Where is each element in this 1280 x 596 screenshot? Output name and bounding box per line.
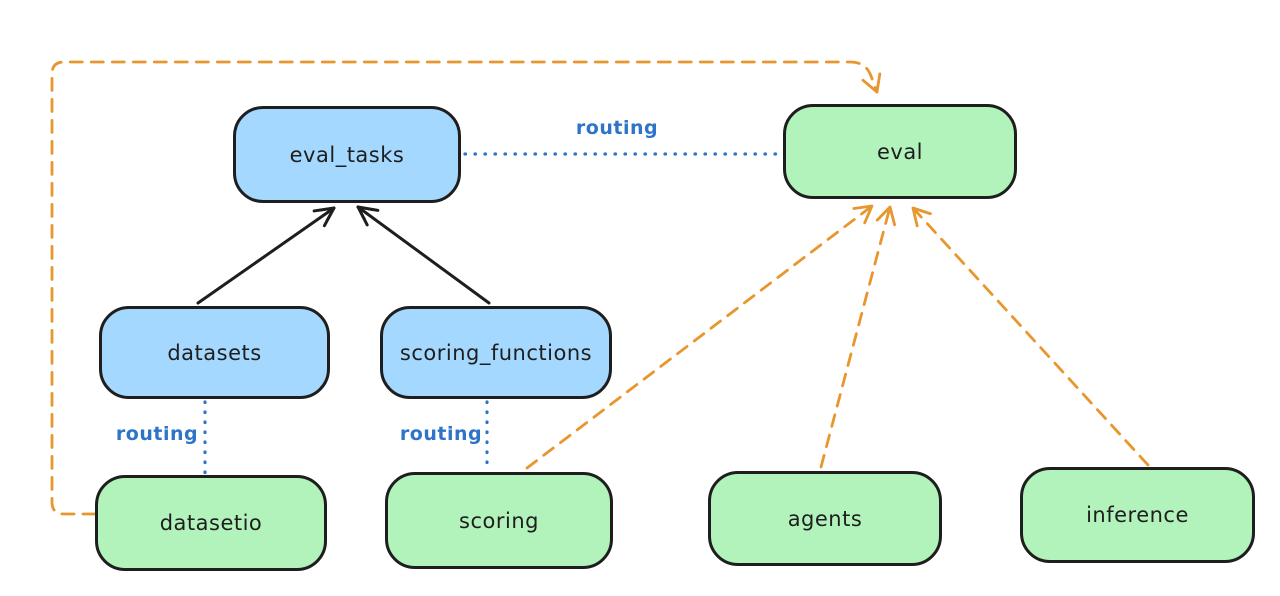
node-agents: agents	[708, 471, 942, 566]
dashed-arrow-datasetio-to-eval	[50, 60, 882, 516]
dashed-arrow-agents-to-eval	[819, 205, 896, 469]
edge-label-routing-scoring-functions-scoring: routing	[399, 423, 483, 445]
node-scoring-functions: scoring_functions	[380, 306, 612, 399]
edge-label-routing-datasets-datasetio: routing	[115, 423, 199, 445]
dashed-arrow-inference-to-eval	[911, 206, 1150, 467]
node-scoring-functions-label: scoring_functions	[399, 340, 593, 365]
node-eval-label: eval	[876, 139, 924, 164]
node-datasetio-label: datasetio	[159, 511, 263, 535]
node-agents-label: agents	[787, 506, 863, 531]
node-scoring-label: scoring	[459, 508, 539, 533]
node-eval: eval	[783, 104, 1017, 199]
edge-label-routing-eval-tasks-eval: routing	[575, 117, 659, 139]
node-inference-label: inference	[1086, 503, 1189, 527]
node-datasetio: datasetio	[95, 475, 327, 571]
node-inference: inference	[1020, 467, 1255, 563]
dashed-arrow-scoring-to-eval	[525, 204, 874, 470]
node-scoring: scoring	[385, 472, 613, 569]
node-datasets: datasets	[99, 306, 330, 399]
node-eval-tasks: eval_tasks	[233, 106, 461, 203]
node-datasets-label: datasets	[167, 340, 262, 365]
solid-arrow-datasets-to-eval-tasks	[196, 206, 336, 305]
node-eval-tasks-label: eval_tasks	[289, 142, 405, 167]
solid-arrow-scoring-functions-to-eval-tasks	[356, 205, 491, 305]
